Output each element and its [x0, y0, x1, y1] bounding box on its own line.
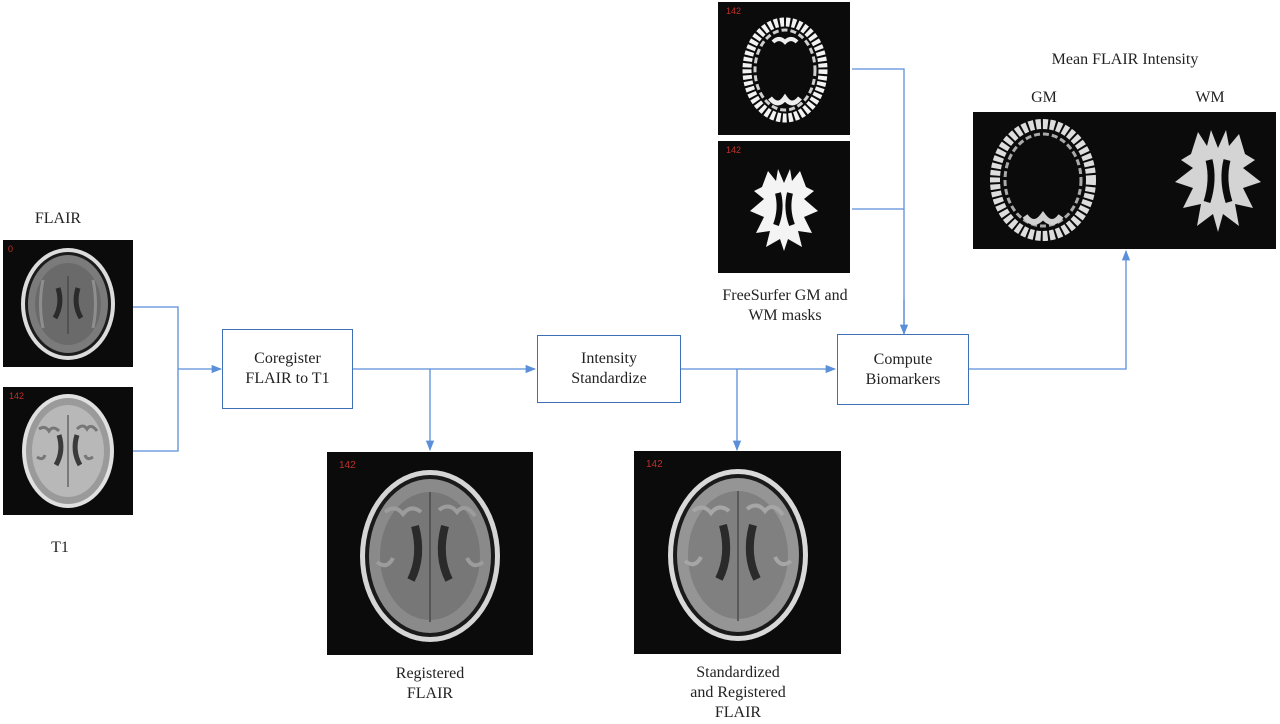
- connector-t1: [133, 369, 179, 452]
- compute-line-1: Compute: [873, 350, 933, 368]
- mean-intensity-maps-image: [973, 112, 1276, 249]
- standardized-flair-label: Standardized and Registered FLAIR: [673, 663, 803, 723]
- t1-slice-number: 142: [9, 391, 25, 401]
- t1-label: T1: [51, 539, 69, 556]
- coregister-line-1: Coregister: [254, 350, 321, 367]
- wm-mask-slice-number: 142: [726, 145, 742, 155]
- wm-mask-image: 142: [718, 141, 850, 273]
- compute-biomarkers-step: Compute Biomarkers: [837, 334, 969, 405]
- masks-label-line-1: FreeSurfer GM and: [722, 287, 848, 304]
- standardized-flair-image: 142: [634, 451, 841, 654]
- standardized-label-line-3: FLAIR: [714, 704, 762, 721]
- registered-label-line-2: FLAIR: [406, 685, 454, 702]
- gm-label: GM: [1031, 89, 1057, 106]
- freesurfer-masks-label: FreeSurfer GM and WM masks: [700, 286, 870, 326]
- registered-slice-number: 142: [339, 460, 356, 471]
- connector-gm-mask: [852, 68, 905, 334]
- wm-label: WM: [1195, 89, 1225, 106]
- standardized-slice-number: 142: [646, 459, 663, 470]
- coregister-step: Coregister FLAIR to T1: [222, 329, 353, 409]
- standardize-line-1: Intensity: [581, 350, 637, 367]
- registered-flair-image: 142: [327, 452, 533, 655]
- compute-line-2: Biomarkers: [865, 370, 941, 388]
- registered-flair-label: Registered FLAIR: [380, 664, 480, 704]
- flair-slice-number: 0: [8, 244, 14, 254]
- t1-scan-image: 142: [3, 387, 133, 515]
- standardize-line-2: Standardize: [571, 370, 647, 387]
- connector-flair: [133, 306, 179, 369]
- flair-scan-image: 0: [3, 240, 133, 367]
- standardized-label-line-2: and Registered: [690, 684, 786, 701]
- flair-label: FLAIR: [34, 210, 82, 227]
- registered-label-line-1: Registered: [395, 665, 465, 682]
- gm-mask-image: 142: [718, 2, 850, 135]
- coregister-line-2: FLAIR to T1: [245, 370, 330, 387]
- gm-mask-slice-number: 142: [726, 6, 742, 16]
- intensity-standardize-step: Intensity Standardize: [537, 335, 681, 403]
- standardized-label-line-1: Standardized: [696, 664, 780, 681]
- masks-label-line-2: WM masks: [748, 307, 822, 324]
- arrow-to-mean-intensity: [969, 249, 1131, 370]
- mean-flair-intensity-title: Mean FLAIR Intensity: [1051, 51, 1199, 68]
